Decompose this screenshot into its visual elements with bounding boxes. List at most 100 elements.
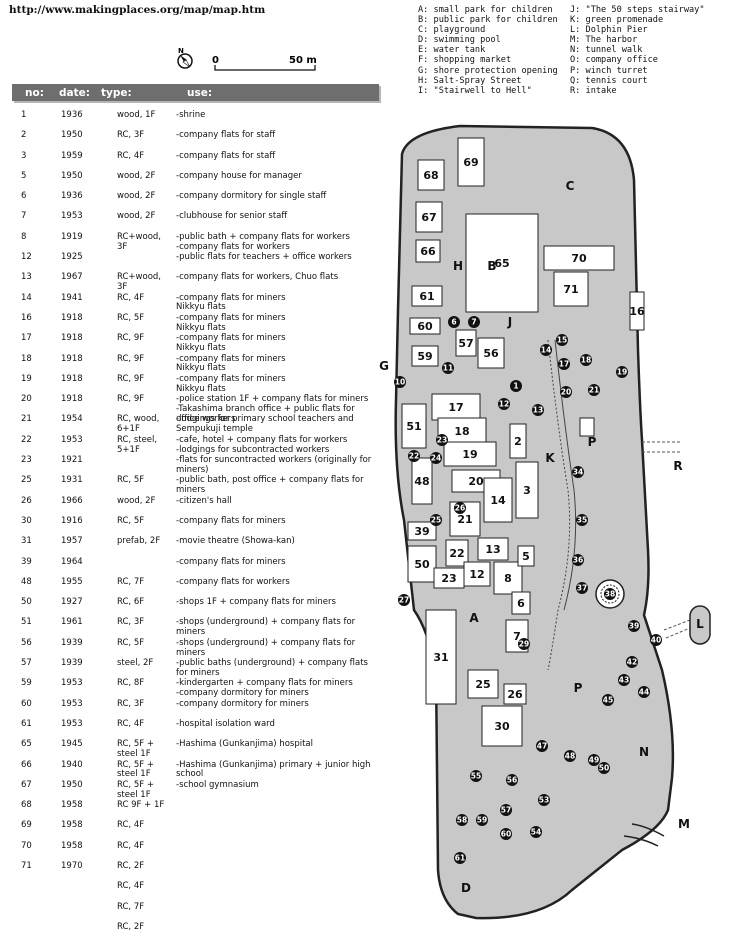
zone-letter: R <box>673 459 682 473</box>
row-date: 1918 <box>61 333 83 344</box>
marker-label: 55 <box>471 772 481 781</box>
dolphin-pier <box>689 605 711 645</box>
row-date: 1967 <box>61 272 83 283</box>
row-use: -movie theatre (Showa-kan) <box>176 536 295 547</box>
building-label: 39 <box>414 525 429 538</box>
building-label: 14 <box>490 494 506 507</box>
building-label: 51 <box>406 420 421 433</box>
building-label: 48 <box>414 475 429 488</box>
marker-label: 43 <box>619 676 629 685</box>
marker-39 <box>628 620 640 632</box>
row-date: 1945 <box>61 739 83 750</box>
row-date: 1953 <box>61 211 83 222</box>
building-label: 8 <box>504 572 512 585</box>
scale-zero: 0 <box>212 55 219 66</box>
building-label: 12 <box>469 568 484 581</box>
row-date: 1953 <box>61 434 83 445</box>
legend-item: O: company office <box>570 55 658 66</box>
row-type: RC, 6F <box>117 597 145 608</box>
building-30 <box>481 705 523 747</box>
marker-7 <box>468 316 480 328</box>
building-label: 61 <box>419 290 434 303</box>
legend-left: A: small park for children B: public par… <box>418 5 558 96</box>
zone-letter: H <box>453 259 463 273</box>
building-label: 50 <box>414 558 430 571</box>
row-use: -Hashima (Gunkanjima) hospital <box>176 739 313 750</box>
row-date: 1921 <box>61 455 83 466</box>
building-label: 20 <box>468 475 484 488</box>
marker-35 <box>576 514 588 526</box>
row-date: 1936 <box>61 191 83 202</box>
row-date: 1950 <box>61 130 83 141</box>
zone-letter: M <box>678 817 690 831</box>
marker-18 <box>580 354 592 366</box>
legend-item: Q: tennis court <box>570 75 648 86</box>
building-label: 2 <box>514 435 522 448</box>
marker-label: 34 <box>573 468 583 477</box>
marker-36 <box>572 554 584 566</box>
legend-item: J: "The 50 steps stairway" <box>570 5 705 15</box>
row-no: 71 <box>21 860 32 871</box>
row-type: RC, 3F <box>117 130 145 141</box>
marker-49 <box>588 754 600 766</box>
marker-20 <box>560 386 572 398</box>
row-no: 20 <box>21 394 32 405</box>
marker-27 <box>398 594 410 606</box>
row-use: -company flats for miners Nikkyu flats <box>176 312 286 333</box>
marker-19 <box>616 366 628 378</box>
marker-label: 26 <box>455 504 465 513</box>
legend-item: B: public park for children <box>418 15 558 26</box>
table-row: RC, 4F <box>0 881 380 902</box>
row-date: 1919 <box>61 231 83 242</box>
row-use: -company flats for miners <box>176 556 286 567</box>
row-use: -shops (underground) + company flats for… <box>176 617 356 638</box>
building-label: 16 <box>629 305 645 318</box>
row-use: -flats for suncontracted workers (origin… <box>176 455 372 475</box>
row-use: -public bath + company flats for workers… <box>176 231 350 252</box>
marker-label: 48 <box>565 752 575 761</box>
building-26 <box>503 683 527 705</box>
marker-17 <box>558 358 570 370</box>
row-type: RC, 5F <box>117 312 145 323</box>
zone-letter: G <box>379 359 389 373</box>
building-label: 7 <box>513 630 521 643</box>
table-row: RC, 2F <box>0 922 380 943</box>
row-use: -public bath, post office + company flat… <box>176 475 364 496</box>
row-type: RC, steel, 5+1F <box>117 434 158 455</box>
legend-item: D: swimming pool <box>418 35 501 46</box>
row-type: steel, 2F <box>117 658 154 669</box>
legend-item: M: The harbor <box>570 35 638 46</box>
zone-letter: A <box>469 611 479 625</box>
legend-item: R: intake <box>570 85 617 96</box>
row-no: 50 <box>21 597 32 608</box>
table-row: 23 1921 -flats for suncontracted workers (… <box>0 455 380 476</box>
row-no: 56 <box>21 637 32 648</box>
marker-label: 24 <box>431 454 441 463</box>
row-no: 31 <box>21 536 32 547</box>
row-no: 26 <box>21 495 32 506</box>
row-use: -company flats for miners Nikkyu flats <box>176 353 286 374</box>
marker-label: 36 <box>573 556 583 565</box>
marker-23 <box>436 434 448 446</box>
zone-letter: N <box>639 745 649 759</box>
row-date: 1953 <box>61 718 83 729</box>
building-60 <box>409 317 441 335</box>
row-use: -kindergarten + company flats for miners… <box>176 678 353 699</box>
row-date: 1918 <box>61 353 83 364</box>
marker-label: 49 <box>589 756 599 765</box>
building-label: 5 <box>522 550 530 563</box>
legend-item: P: winch turret <box>570 65 648 76</box>
row-type: RC, 4F <box>117 292 145 303</box>
row-no: 23 <box>21 455 32 466</box>
marker-label: 45 <box>603 696 613 705</box>
